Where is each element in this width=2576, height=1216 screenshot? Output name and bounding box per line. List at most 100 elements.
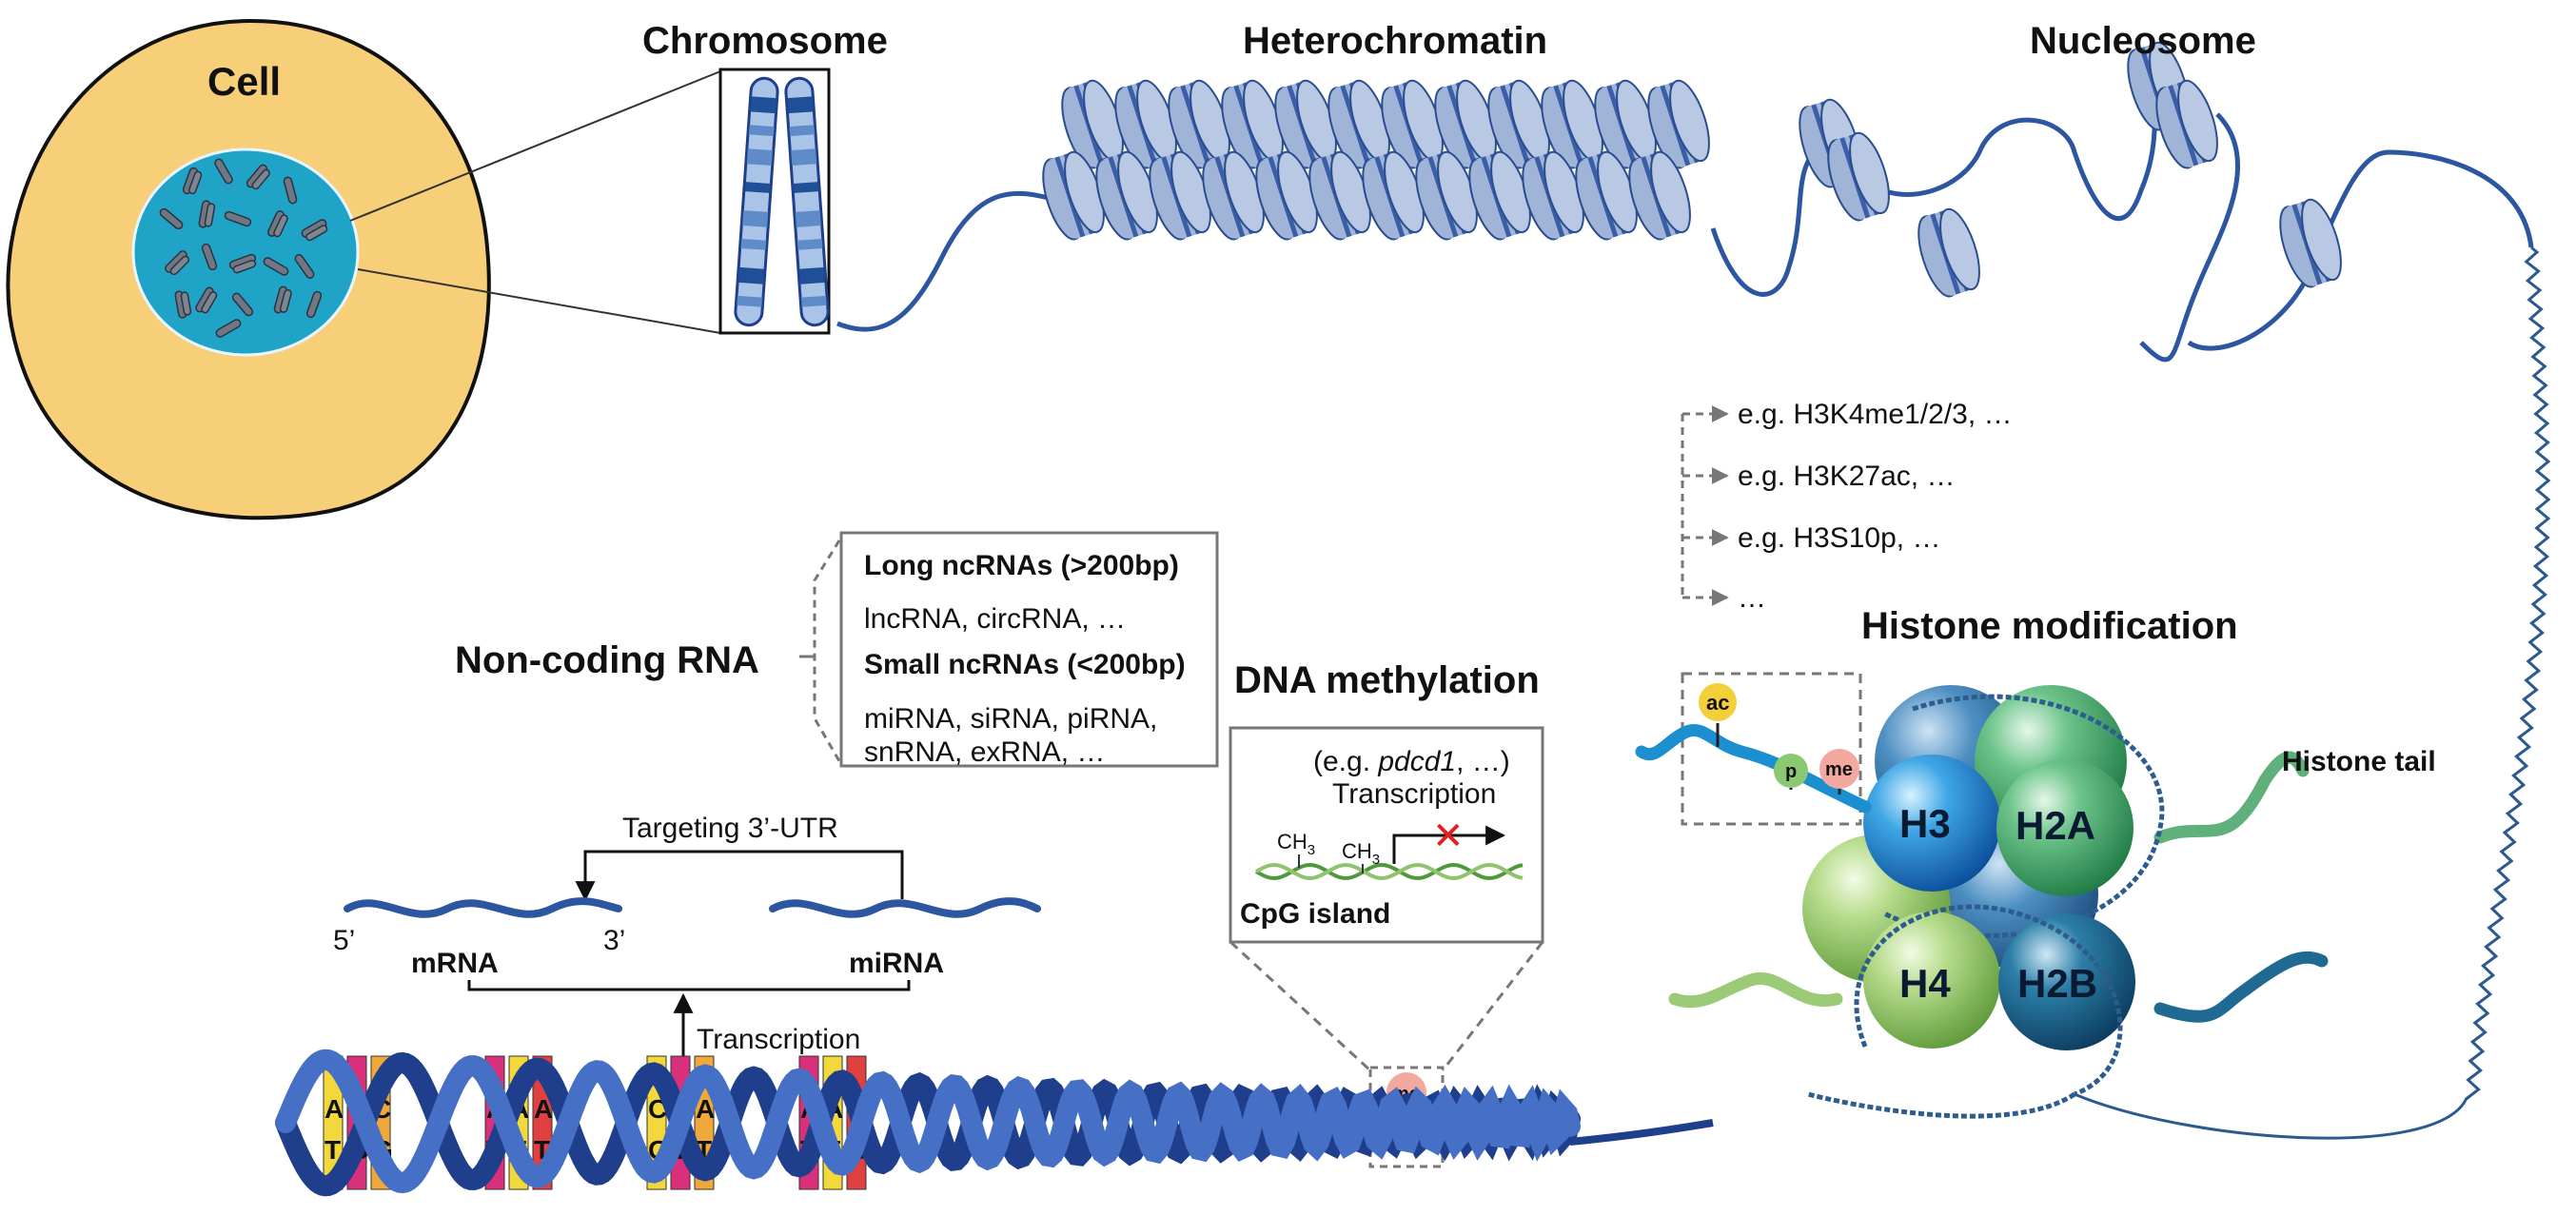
- mini-chromosome-arm: [231, 292, 254, 317]
- heterochromatin-nucleosome: [1415, 150, 1478, 241]
- mini-chromosome: [214, 158, 233, 185]
- mini-chromosome: [305, 290, 323, 319]
- ch3-label-1: CH3: [1277, 830, 1315, 858]
- mini-chromosome-sister: [279, 288, 292, 313]
- tail-h2b: [2153, 951, 2329, 1023]
- histone-h2b: [1998, 913, 2135, 1050]
- nucleus-chromosomes: [159, 158, 328, 338]
- tail-h4: [1668, 971, 1843, 1009]
- cell-title: Cell: [207, 59, 281, 104]
- chromosome-band: [796, 238, 823, 250]
- mirna-strand: [769, 897, 1041, 918]
- chromosome-band: [750, 96, 777, 114]
- transcription-bracket: [467, 980, 911, 991]
- chromosome: [784, 76, 830, 327]
- nucleosome-title: Nucleosome: [2030, 20, 2256, 62]
- mini-chromosome: [273, 285, 292, 314]
- ncrna-box: [839, 531, 1219, 768]
- chromosome-band: [742, 210, 769, 227]
- histone-octamer: ac p me H3 H2A H4 H2B: [1635, 683, 2329, 1119]
- mini-chromosome: [215, 319, 242, 338]
- gene-example-prefix: (e.g.: [1313, 746, 1378, 777]
- mini-chromosome-arm: [283, 176, 298, 205]
- heterochromatin-nucleosome: [1434, 79, 1497, 169]
- disk-front: [1849, 131, 1890, 215]
- histone-h3: [1863, 755, 2000, 892]
- three-prime-label: 3’: [603, 925, 625, 956]
- chromosome-band: [789, 125, 816, 137]
- block-x-icon: ✕: [1432, 815, 1465, 857]
- mini-chromosome-sister: [204, 203, 216, 227]
- mark-label-3: e.g. H3S10p, …: [1738, 522, 1940, 554]
- mirna-label: miRNA: [849, 948, 944, 979]
- heterochromatin-nucleosome: [1594, 79, 1657, 169]
- targeting-label: Targeting 3’-UTR: [622, 813, 838, 844]
- single-nucleosome: [1917, 207, 1980, 298]
- five-prime-label: 5’: [333, 925, 355, 956]
- mirna-targeting: Targeting 3’-UTR 5’ 3’ mRNA miRNA Transc…: [333, 813, 1041, 1080]
- ac-badge: [1699, 683, 1737, 721]
- mini-chromosome-sister: [232, 260, 257, 274]
- mini-chromosome: [301, 219, 328, 242]
- chromosome-title: Chromosome: [642, 20, 888, 62]
- mini-chromosome: [201, 243, 218, 271]
- chromosome-panel: Chromosome: [642, 20, 888, 335]
- small-ncrna-line1: miRNA, siRNA, piRNA,: [864, 703, 1157, 735]
- h2b-label: H2B: [2017, 961, 2097, 1006]
- histone-modification-title: Histone modification: [1861, 605, 2238, 647]
- histone-h2a: [1996, 759, 2134, 896]
- mini-chromosome: [165, 250, 190, 276]
- heterochromatin-stack: [1042, 79, 1710, 241]
- mini-chromosome: [294, 254, 315, 279]
- mini-chromosome: [283, 176, 298, 205]
- cpg-island-label: CpG island: [1240, 898, 1390, 930]
- base-top: A: [534, 1094, 553, 1124]
- mini-chromosome-arm: [214, 158, 233, 185]
- heterochromatin-nucleosome: [1487, 79, 1550, 169]
- tail-h2a: [2153, 751, 2310, 844]
- chromosome-band: [791, 148, 817, 167]
- disk-front: [1650, 150, 1691, 234]
- mini-chromosome: [198, 200, 216, 228]
- chromosome-band: [801, 295, 827, 307]
- mark-label-1: e.g. H3K4me1/2/3, …: [1738, 399, 2013, 430]
- heterochromatin-nucleosome: [1255, 150, 1318, 241]
- h4-label: H4: [1899, 961, 1951, 1006]
- heterochromatin-nucleosome: [1168, 79, 1230, 169]
- chromosome-band: [787, 96, 814, 114]
- heterochromatin-nucleosome: [1221, 79, 1284, 169]
- base-top: A: [696, 1094, 715, 1124]
- histone-h4: [1863, 912, 2000, 1049]
- ac-label: ac: [1706, 691, 1729, 715]
- heterochromatin-nucleosome: [1647, 79, 1710, 169]
- cpg-dna-strand-2: [1255, 863, 1524, 881]
- histone-tail-label: Histone tail: [2282, 746, 2436, 777]
- heterochromatin-nucleosome: [1061, 79, 1124, 169]
- mini-chromosome: [182, 167, 203, 195]
- mini-chromosome-sister: [273, 214, 288, 238]
- dna-wrap-front: [1854, 904, 2123, 1097]
- ncrna-bracket: [813, 539, 841, 762]
- small-ncrna-line2: snRNA, exRNA, …: [864, 736, 1105, 768]
- noncoding-rna-panel: Non-coding RNA Long ncRNAs (>200bp) lncR…: [455, 531, 1219, 768]
- ch3-1-sub: 3: [1308, 842, 1315, 858]
- p-label: p: [1785, 761, 1797, 782]
- disk-front: [2177, 79, 2218, 163]
- chromosome-pair: [734, 76, 830, 327]
- mini-chromosome: [195, 286, 218, 314]
- mini-chromosome-sister: [188, 170, 203, 195]
- chromatin-fiber: [836, 72, 2534, 363]
- heterochromatin-nucleosome: [1042, 150, 1105, 241]
- mini-chromosome-arm: [263, 257, 289, 276]
- long-ncrna-header: Long ncRNAs (>200bp): [864, 550, 1179, 581]
- heterochromatin-title: Heterochromatin: [1243, 20, 1547, 62]
- targeting-arrow: [575, 850, 904, 902]
- chromosome-band: [748, 125, 775, 137]
- chromosome-body: [784, 76, 830, 327]
- mini-chromosome: [263, 257, 289, 276]
- mini-chromosome: [228, 253, 257, 274]
- tail-highlight-box: [1681, 672, 1862, 826]
- mini-chromosome: [224, 210, 252, 227]
